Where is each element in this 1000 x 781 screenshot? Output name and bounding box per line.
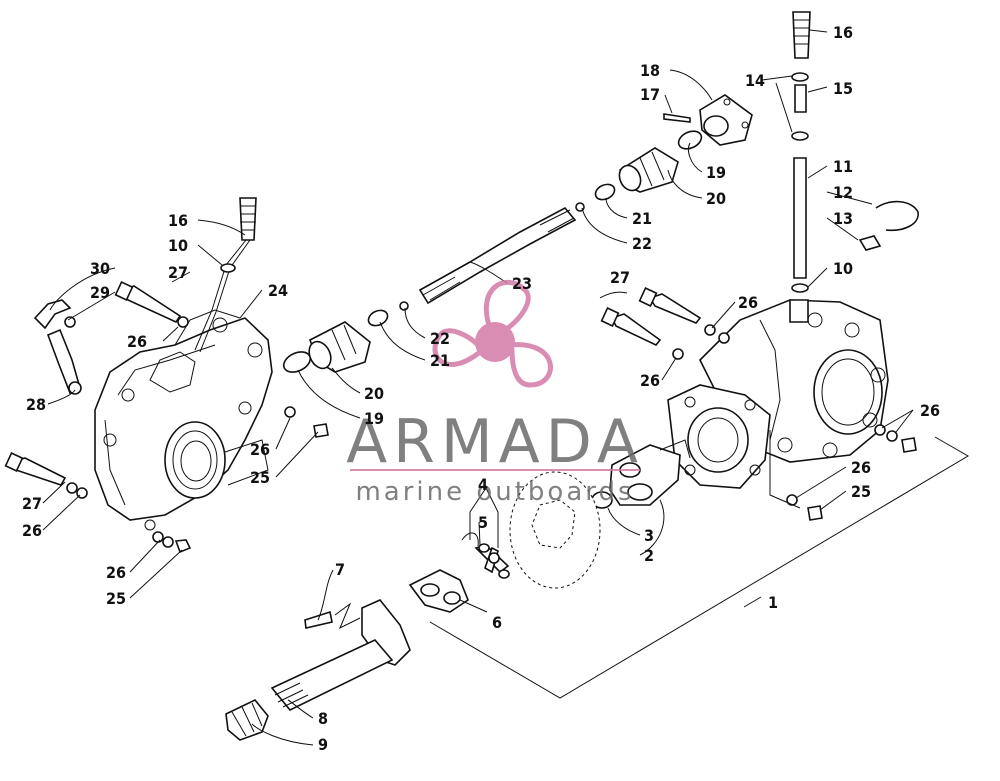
shift-lever: [33, 299, 82, 395]
callout-27: 27: [168, 263, 188, 282]
bolts-right: [600, 287, 917, 521]
leader-lines: [42, 29, 914, 746]
callout-2: 2: [644, 546, 654, 565]
callout-7: 7: [335, 560, 345, 579]
bolts-left: [4, 281, 329, 554]
callout-numbers: 16 14 15 11 12 13 10 18 17 19 20 21 22 2…: [22, 23, 940, 754]
callout-9: 9: [318, 735, 328, 754]
callout-26: 26: [250, 440, 270, 459]
callout-22: 22: [632, 234, 652, 253]
callout-14: 14: [745, 71, 765, 90]
bearing-housing: [663, 94, 753, 146]
watermark-tagline: marine outboards: [355, 477, 634, 507]
callout-26: 26: [738, 293, 758, 312]
leader-1: [743, 596, 762, 608]
brake-disc: [509, 471, 601, 589]
callout-20: 20: [364, 384, 384, 403]
callout-25: 25: [851, 482, 871, 501]
callout-29: 29: [90, 283, 110, 302]
callout-13: 13: [833, 209, 853, 228]
callout-26: 26: [22, 521, 42, 540]
callout-26: 26: [106, 563, 126, 582]
callout-19: 19: [364, 409, 384, 428]
boot-left: [282, 301, 409, 373]
callout-16: 16: [168, 211, 188, 230]
callout-26: 26: [920, 401, 940, 420]
callout-8: 8: [318, 709, 328, 728]
callout-16: 16: [833, 23, 853, 42]
callout-15: 15: [833, 79, 853, 98]
callout-27: 27: [610, 268, 630, 287]
callout-1: 1: [768, 593, 778, 612]
callout-25: 25: [106, 589, 126, 608]
callout-30: 30: [90, 259, 110, 278]
callout-28: 28: [26, 395, 46, 414]
callout-18: 18: [640, 61, 660, 80]
callout-25: 25: [250, 468, 270, 487]
callout-3: 3: [644, 526, 654, 545]
callout-24: 24: [268, 281, 288, 300]
callout-21: 21: [430, 351, 450, 370]
callout-11: 11: [833, 157, 853, 176]
callout-19: 19: [706, 163, 726, 182]
callout-21: 21: [632, 209, 652, 228]
output-shaft: [225, 599, 411, 741]
callout-22: 22: [430, 329, 450, 348]
callout-17: 17: [640, 85, 660, 104]
callout-23: 23: [512, 274, 532, 293]
watermark-brand: ARMADA: [346, 407, 644, 477]
boot-right: [575, 130, 703, 212]
callout-6: 6: [492, 613, 502, 632]
universal-joint: [461, 532, 510, 579]
callout-26: 26: [851, 458, 871, 477]
rear-yoke: [408, 569, 469, 613]
assembly-bracket-line: [429, 436, 969, 699]
three-blade-propeller-icon: [432, 279, 553, 388]
callout-5: 5: [478, 513, 488, 532]
callout-27: 27: [22, 494, 42, 513]
left-breather: [194, 197, 257, 353]
callout-10: 10: [168, 236, 188, 255]
right-breather: [791, 11, 919, 293]
callout-12: 12: [833, 183, 853, 202]
callout-26: 26: [127, 332, 147, 351]
callout-26: 26: [640, 371, 660, 390]
armada-logo: ARMADA marine outboards: [346, 279, 644, 507]
left-gear-case: [94, 309, 273, 531]
drive-shaft: [418, 206, 577, 305]
callout-4: 4: [478, 475, 488, 494]
right-gear-case: [667, 299, 889, 489]
callout-10: 10: [833, 259, 853, 278]
callout-20: 20: [706, 189, 726, 208]
